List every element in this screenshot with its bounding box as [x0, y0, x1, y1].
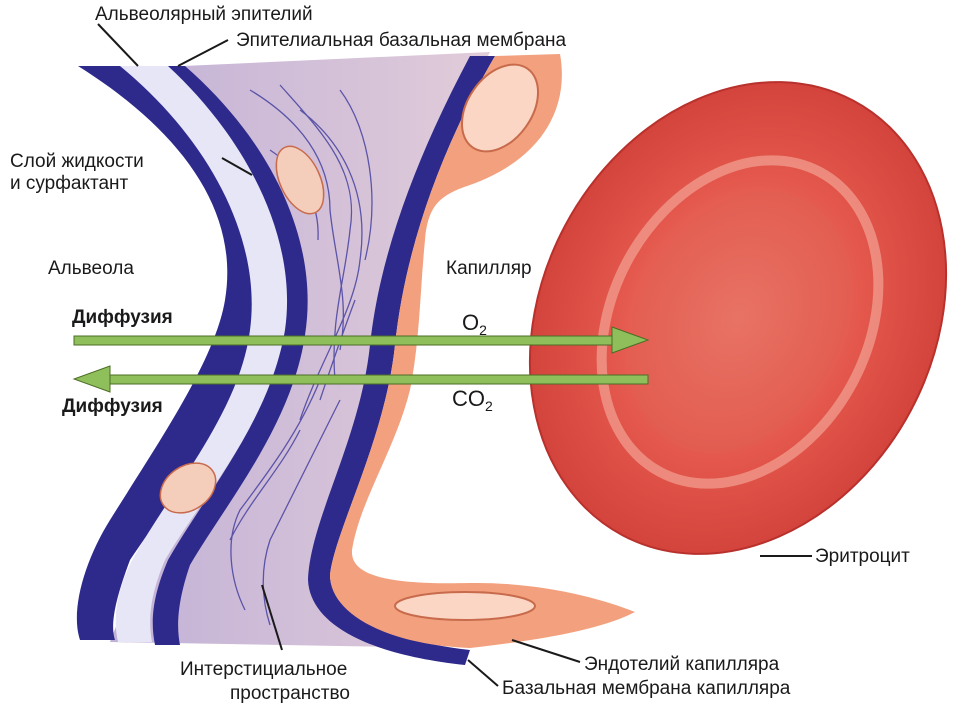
label-interstitial-line2: пространство: [230, 683, 350, 704]
capillary-basement-membrane-layer: [308, 56, 495, 665]
label-o2: O2: [462, 310, 487, 338]
label-erythrocyte: Эритроцит: [815, 546, 910, 567]
label-fluid-layer-line1: Слой жидкости: [10, 151, 144, 172]
leader-lines: [97, 23, 812, 687]
label-interstitial-line1: Интерстициальное: [180, 659, 347, 680]
label-capillary-basement-membrane: Базальная мембрана капилляра: [502, 678, 791, 699]
label-alveolar-epithelium: Альвеолярный эпителий: [95, 4, 313, 25]
epithelial-nucleus-bottom: [159, 462, 217, 514]
label-fluid-layer-line2: и сурфактант: [10, 173, 129, 194]
alveolar-epithelium: [76, 66, 256, 640]
o2-arrow: [73, 326, 650, 354]
label-diffusion-top: Диффузия: [72, 307, 173, 328]
label-alveolus: Альвеола: [48, 258, 134, 279]
epithelial-nucleus-top: [275, 145, 325, 215]
label-diffusion-bottom: Диффузия: [62, 396, 163, 417]
fluid-surfactant-layer: [115, 66, 288, 642]
erythrocyte: [528, 81, 948, 555]
label-capillary-endothelium: Эндотелий капилляра: [584, 654, 780, 675]
epithelial-basement-membrane-layer: [152, 66, 308, 645]
label-co2: CO2: [452, 386, 493, 414]
endothelial-nucleus-bottom: [394, 591, 536, 621]
capillary-endothelium-layer: [330, 54, 635, 648]
interstitial-fibers: [229, 84, 373, 626]
co2-arrow: [72, 365, 649, 393]
label-epithelial-basement-membrane: Эпителиальная базальная мембрана: [236, 30, 567, 51]
endothelial-nucleus-top: [460, 63, 540, 153]
label-capillary: Капилляр: [446, 258, 532, 279]
